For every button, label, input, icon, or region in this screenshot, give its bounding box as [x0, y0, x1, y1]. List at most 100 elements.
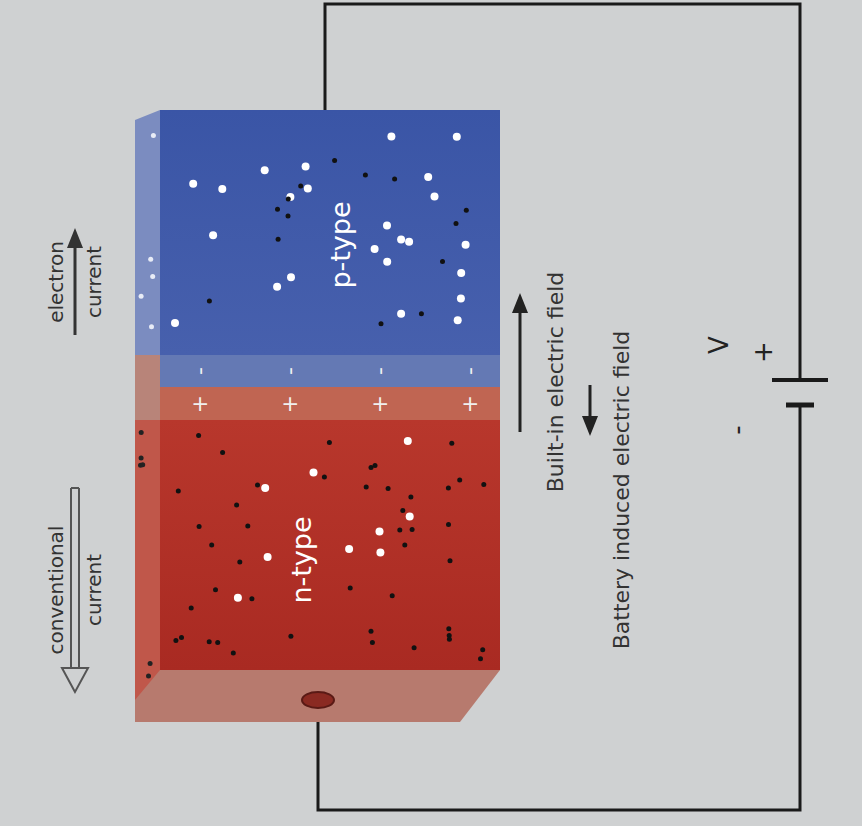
- carrier-dot: [345, 545, 353, 553]
- carrier-dot: [481, 482, 486, 487]
- carrier-dot: [149, 324, 154, 329]
- carrier-dot: [302, 163, 310, 171]
- carrier-dot: [139, 456, 144, 461]
- carrier-dot: [454, 221, 459, 226]
- carrier-dot: [447, 637, 452, 642]
- carrier-dot: [431, 192, 439, 200]
- depletion-n: [160, 387, 500, 420]
- carrier-dot: [371, 245, 379, 253]
- carrier-dot: [400, 508, 405, 513]
- carrier-dot: [273, 283, 281, 291]
- charge-sign: -: [277, 367, 302, 375]
- depletion-p: [160, 355, 500, 387]
- p-region: [160, 110, 500, 355]
- carrier-dot: [446, 485, 451, 490]
- arrowhead: [67, 228, 83, 248]
- carrier-dot: [213, 587, 218, 592]
- carrier-dot: [408, 495, 413, 500]
- carrier-dot: [140, 462, 145, 467]
- carrier-dot: [373, 463, 378, 468]
- carrier-dot: [457, 269, 465, 277]
- carrier-dot: [304, 184, 312, 192]
- carrier-dot: [139, 294, 144, 299]
- carrier-dot: [404, 437, 412, 445]
- arrow: [589, 385, 592, 418]
- carrier-dot: [406, 513, 414, 521]
- carrier-dot: [478, 656, 483, 661]
- arrowhead: [582, 416, 598, 436]
- n-bottom-face: [135, 670, 500, 722]
- carrier-dot: [332, 158, 337, 163]
- carrier-dot: [446, 626, 451, 631]
- n-side-face: [135, 420, 160, 700]
- carrier-dot: [189, 606, 194, 611]
- charge-sign: +: [457, 395, 482, 413]
- carrier-dot: [446, 522, 451, 527]
- charge-sign: +: [277, 395, 302, 413]
- carrier-dot: [322, 475, 327, 480]
- carrier-dot: [383, 222, 391, 230]
- carrier-dot: [464, 208, 469, 213]
- carrier-dot: [176, 488, 181, 493]
- semiconductor-region: n-type: [160, 420, 500, 670]
- carrier-dot: [261, 484, 269, 492]
- p-side-face: [135, 110, 160, 355]
- carrier-dot: [146, 673, 151, 678]
- carrier-dot: [139, 430, 144, 435]
- carrier-dot: [457, 295, 465, 303]
- carrier-dot: [397, 310, 405, 318]
- carrier-dot: [148, 661, 153, 666]
- hollow-arrow: [71, 488, 79, 668]
- carrier-dot: [405, 238, 413, 246]
- current-label: electron current: [37, 197, 113, 367]
- carrier-dot: [150, 274, 155, 279]
- carrier-dot: [370, 640, 375, 645]
- carrier-dot: [209, 543, 214, 548]
- carrier-dot: [440, 259, 445, 264]
- carrier-dot: [264, 553, 272, 561]
- carrier-dot: [286, 193, 294, 201]
- carrier-dot: [424, 173, 432, 181]
- carrier-dot: [209, 231, 217, 239]
- carrier-dot: [383, 258, 391, 266]
- carrier-dot: [369, 629, 374, 634]
- carrier-dot: [245, 524, 250, 529]
- carrier-dot: [179, 635, 184, 640]
- carrier-dot: [275, 207, 280, 212]
- arrow: [519, 310, 522, 432]
- carrier-dot: [286, 197, 291, 202]
- carrier-dot: [196, 433, 201, 438]
- carrier-dot: [197, 524, 202, 529]
- carrier-dot: [234, 503, 239, 508]
- carrier-dot: [287, 273, 295, 281]
- p-region-label: p-type: [325, 201, 356, 288]
- carrier-dot: [171, 319, 179, 327]
- carrier-dot: [376, 528, 384, 536]
- carrier-dot: [261, 166, 269, 174]
- carrier-dot: [288, 634, 293, 639]
- carrier-dot: [207, 299, 212, 304]
- n-region-label: n-type: [286, 516, 317, 603]
- carrier-dot: [276, 237, 281, 242]
- carrier-dot: [151, 133, 156, 138]
- junction-side-face: [135, 355, 160, 420]
- current-label: conventional current: [37, 505, 113, 675]
- carrier-dot: [454, 316, 462, 324]
- carrier-dot: [220, 450, 225, 455]
- carrier-dot: [215, 640, 220, 645]
- carrier-dot: [448, 558, 453, 563]
- carrier-dot: [392, 177, 397, 182]
- carrier-dot: [376, 548, 384, 556]
- carrier-dot: [255, 483, 260, 488]
- carrier-dot: [207, 639, 212, 644]
- arrow: [74, 245, 77, 335]
- battery-terminal: +: [749, 341, 779, 363]
- voltage-label: V: [705, 336, 735, 354]
- arrowhead: [62, 668, 88, 692]
- carrier-dot: [397, 528, 402, 533]
- carrier-dot: [453, 133, 461, 141]
- contact: [302, 692, 334, 708]
- carrier-dot: [412, 645, 417, 650]
- n-region: [160, 420, 500, 670]
